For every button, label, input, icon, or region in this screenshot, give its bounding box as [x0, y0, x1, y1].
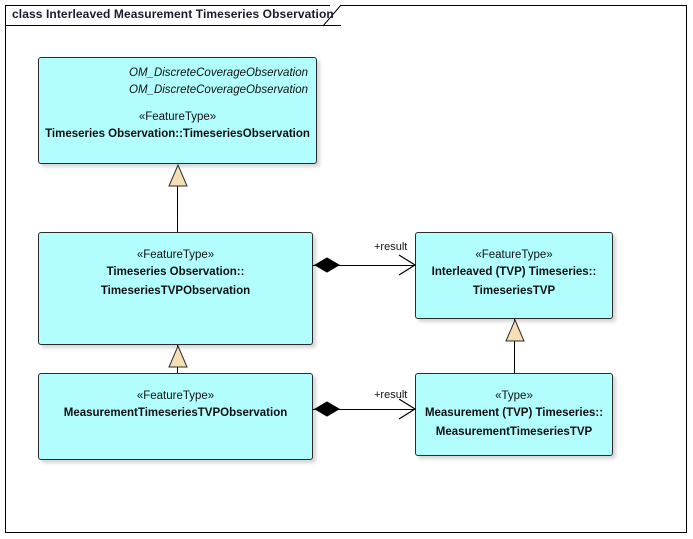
class-box-timeseries-tvp-observation[interactable]: «FeatureType» Timeseries Observation:: T… [38, 232, 313, 345]
diagram-frame-top-border [341, 5, 687, 6]
diagram-frame [5, 5, 687, 533]
qualifier-list: OM_DiscreteCoverageObservation OM_Discre… [39, 65, 316, 99]
connector-label-result-upper: +result [374, 241, 408, 253]
association-arrowhead-icon [396, 396, 418, 422]
class-name-line: Interleaved (TVP) Timeseries:: [431, 266, 597, 278]
connector-label-result-lower: +result [374, 389, 408, 401]
class-box-measurement-tvp-timeseries[interactable]: «Type» Measurement (TVP) Timeseries:: Me… [415, 373, 613, 456]
composition-diamond-icon [313, 255, 341, 275]
diagram-frame-tab [5, 5, 341, 26]
class-stereotype: «FeatureType» [136, 390, 215, 402]
diagram-frame-tab-bevel-icon [318, 4, 344, 28]
class-stereotype: «FeatureType» [136, 249, 215, 261]
generalization-line-mtvpts-to-itvpts[interactable] [514, 319, 515, 373]
class-box-measurement-timeseries-tvp-observation[interactable]: «FeatureType» MeasurementTimeseriesTVPOb… [38, 373, 313, 460]
class-stereotype: «Type» [495, 390, 533, 402]
generalization-line-tstvpobs-to-tsobs[interactable] [177, 186, 178, 232]
class-stereotype: «FeatureType» [138, 111, 217, 123]
qualifier-line: OM_DiscreteCoverageObservation [129, 67, 308, 79]
class-name: Timeseries Observation::TimeseriesObserv… [45, 128, 310, 140]
class-stereotype: «FeatureType» [475, 249, 553, 261]
class-name-line: Measurement (TVP) Timeseries:: [424, 407, 604, 419]
qualifier-line: OM_DiscreteCoverageObservation [129, 84, 308, 96]
class-box-interleaved-tvp-timeseries[interactable]: «FeatureType» Interleaved (TVP) Timeseri… [415, 232, 613, 319]
diagram-frame-tab-top-border [5, 5, 330, 6]
class-name-line: MeasurementTimeseriesTVP [435, 426, 593, 438]
composition-line-lower-result[interactable] [313, 409, 415, 410]
class-box-timeseries-observation[interactable]: OM_DiscreteCoverageObservation OM_Discre… [38, 57, 317, 164]
class-name-line: TimeseriesTVPObservation [100, 285, 251, 297]
diagram-title: class Interleaved Measurement Timeseries… [12, 7, 334, 21]
class-name-line: Timeseries Observation:: [106, 266, 245, 278]
association-arrowhead-icon [396, 252, 418, 278]
class-name-line: TimeseriesTVP [472, 285, 556, 297]
composition-line-upper-result[interactable] [313, 265, 415, 266]
class-name-line: MeasurementTimeseriesTVPObservation [63, 407, 288, 419]
composition-diamond-icon [313, 399, 341, 419]
